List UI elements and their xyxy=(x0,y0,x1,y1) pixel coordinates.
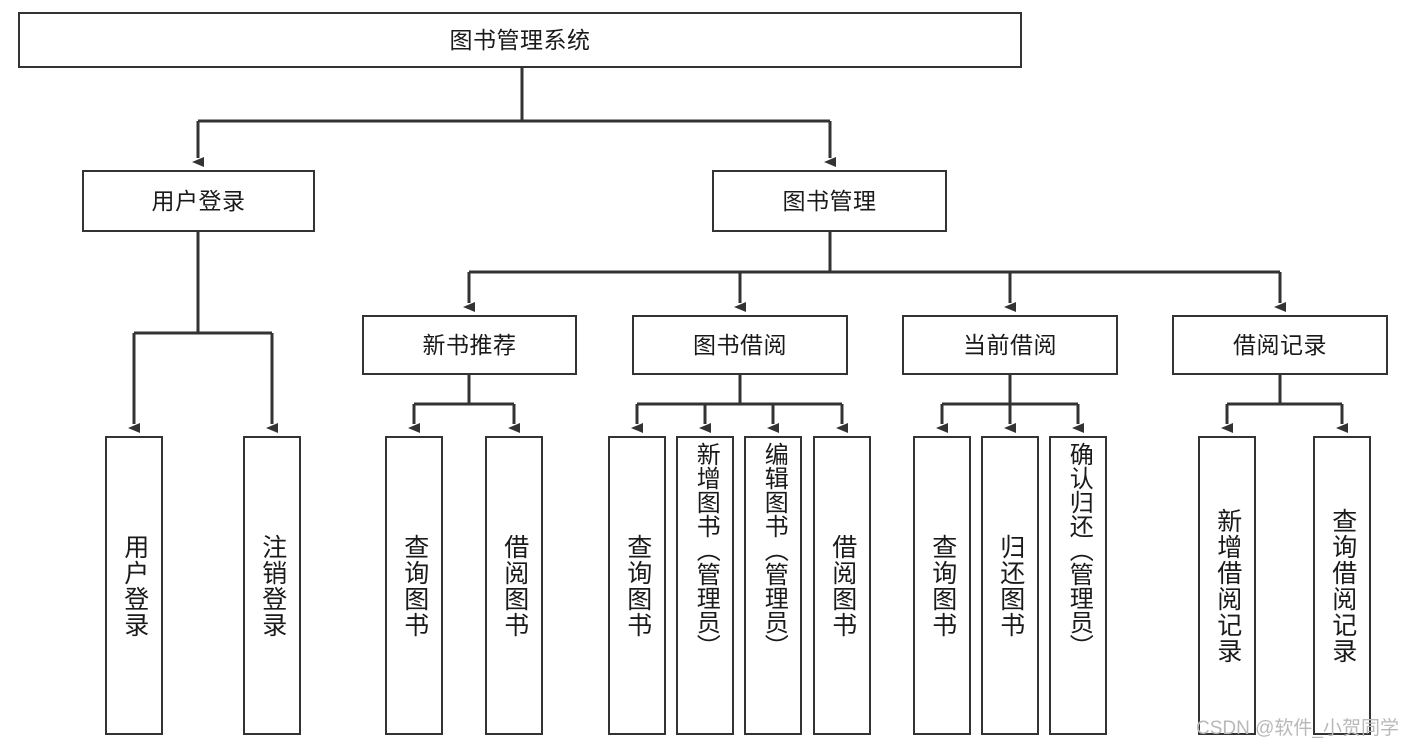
node-book-manage-label: 图书管理 xyxy=(782,187,877,214)
leaf-borrow-book-2[interactable]: 借阅图书 xyxy=(813,436,871,735)
leaf-user-login[interactable]: 用户登录 xyxy=(105,436,163,735)
leaf-query-record-label: 查询借阅记录 xyxy=(1328,507,1357,664)
leaf-edit-book-label: 编辑图书（管理员） xyxy=(760,442,788,658)
leaf-edit-book[interactable]: 编辑图书（管理员） xyxy=(744,436,802,735)
leaf-borrow-book-1-label: 借阅图书 xyxy=(500,533,529,638)
leaf-query-record[interactable]: 查询借阅记录 xyxy=(1313,436,1371,735)
leaf-return-book[interactable]: 归还图书 xyxy=(981,436,1039,735)
leaf-return-book-label: 归还图书 xyxy=(996,533,1025,638)
node-new-book-recommend-label: 新书推荐 xyxy=(422,331,517,358)
leaf-query-book-1-label: 查询图书 xyxy=(400,533,429,638)
leaf-borrow-book-1[interactable]: 借阅图书 xyxy=(485,436,543,735)
node-book-manage[interactable]: 图书管理 xyxy=(712,170,947,232)
watermark: CSDN @软件_小贺同学 xyxy=(1196,718,1399,739)
node-root[interactable]: 图书管理系统 xyxy=(18,12,1022,68)
leaf-user-logout-label: 注销登录 xyxy=(258,533,287,638)
leaf-add-record[interactable]: 新增借阅记录 xyxy=(1198,436,1256,735)
node-book-borrow-label: 图书借阅 xyxy=(693,331,787,358)
leaf-add-book-label: 新增图书（管理员） xyxy=(692,442,720,658)
leaf-query-book-2-label: 查询图书 xyxy=(623,533,652,638)
leaf-user-logout[interactable]: 注销登录 xyxy=(243,436,301,735)
leaf-confirm-return-label: 确认归还（管理员） xyxy=(1065,442,1093,658)
node-user-login-label: 用户登录 xyxy=(151,187,246,214)
node-root-label: 图书管理系统 xyxy=(449,26,591,53)
leaf-add-book[interactable]: 新增图书（管理员） xyxy=(676,436,734,735)
leaf-query-book-2[interactable]: 查询图书 xyxy=(608,436,666,735)
node-borrow-record[interactable]: 借阅记录 xyxy=(1172,315,1388,375)
node-new-book-recommend[interactable]: 新书推荐 xyxy=(362,315,577,375)
leaf-confirm-return[interactable]: 确认归还（管理员） xyxy=(1049,436,1107,735)
node-user-login[interactable]: 用户登录 xyxy=(82,170,315,232)
leaf-query-book-3[interactable]: 查询图书 xyxy=(913,436,971,735)
leaf-borrow-book-2-label: 借阅图书 xyxy=(828,533,857,638)
leaf-user-login-label: 用户登录 xyxy=(120,533,149,638)
node-current-borrow-label: 当前借阅 xyxy=(963,331,1057,358)
leaf-add-record-label: 新增借阅记录 xyxy=(1213,507,1242,664)
node-book-borrow[interactable]: 图书借阅 xyxy=(632,315,848,375)
leaf-query-book-3-label: 查询图书 xyxy=(928,533,957,638)
node-current-borrow[interactable]: 当前借阅 xyxy=(902,315,1118,375)
node-borrow-record-label: 借阅记录 xyxy=(1233,331,1327,358)
leaf-query-book-1[interactable]: 查询图书 xyxy=(385,436,443,735)
